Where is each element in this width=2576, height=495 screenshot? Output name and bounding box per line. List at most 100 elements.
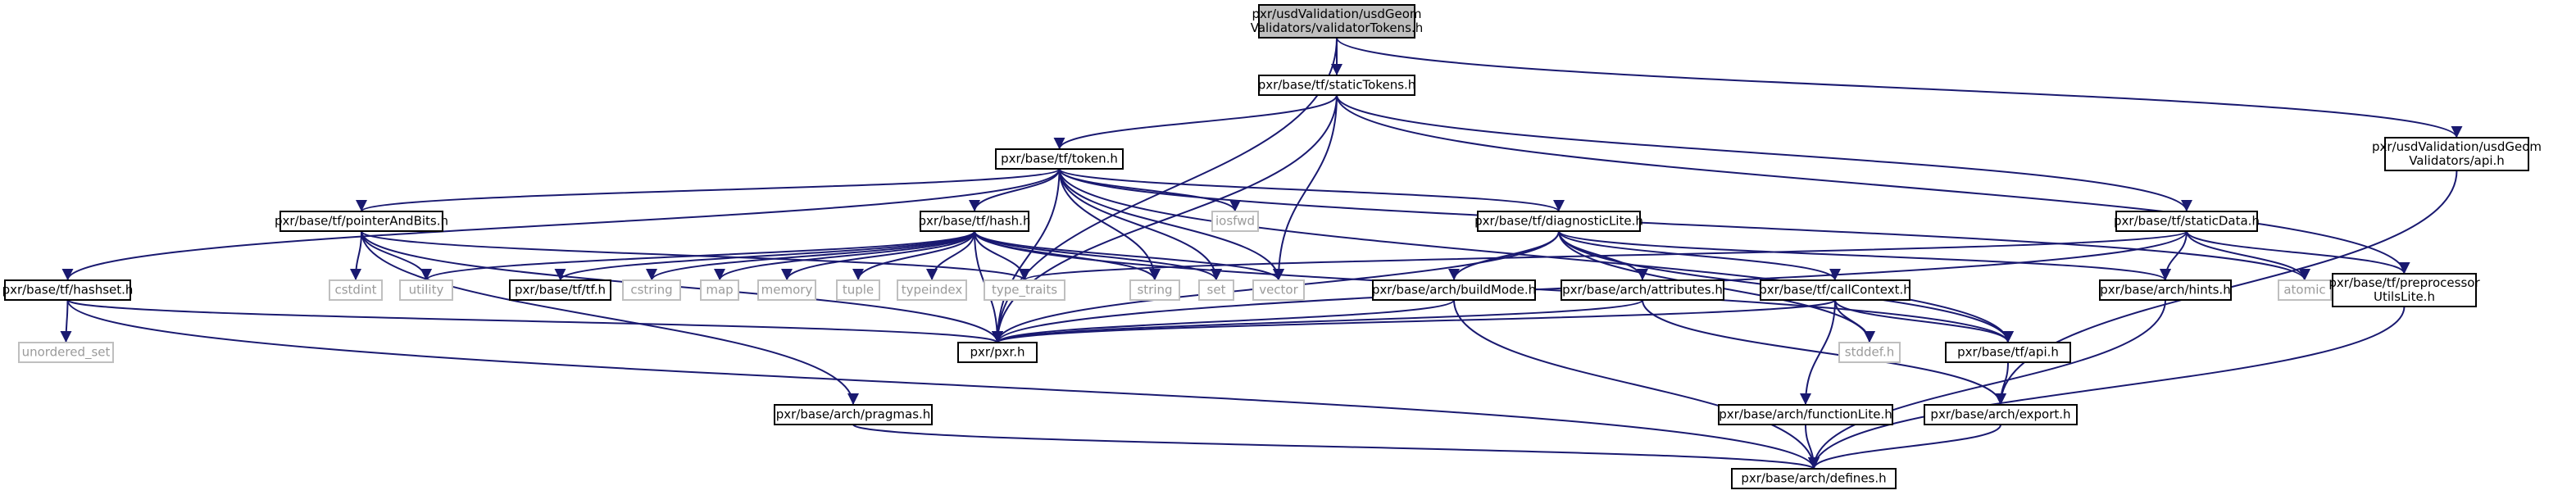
node-pxrh-box	[957, 342, 1038, 363]
node-export[interactable]: pxr/base/arch/export.h	[1924, 404, 2078, 425]
node-memory-label: memory	[761, 283, 813, 297]
node-staticTokens-label: pxr/base/tf/staticTokens.h	[1258, 78, 1416, 93]
node-map-box	[700, 279, 739, 301]
node-unordered_set-label: unordered_set	[22, 345, 111, 361]
node-tfh[interactable]: pxr/base/tf/tf.h	[509, 279, 611, 301]
node-callContext[interactable]: pxr/base/tf/callContext.h	[1759, 279, 1911, 301]
node-vector-label: vector	[1259, 283, 1298, 297]
node-tuple-label: tuple	[843, 283, 874, 297]
node-iosfwd[interactable]: iosfwd	[1211, 211, 1259, 232]
node-pointerAndBits[interactable]: pxr/base/tf/pointerAndBits.h	[275, 211, 448, 232]
edge-token-to-hashset	[61, 168, 1061, 281]
node-buildMode[interactable]: pxr/base/arch/buildMode.h	[1372, 279, 1536, 301]
node-defines[interactable]: pxr/base/arch/defines.h	[1731, 468, 1897, 489]
edge-token-to-pointerAndBits	[356, 168, 1061, 212]
node-vector[interactable]: vector	[1252, 279, 1305, 301]
node-cstring[interactable]: cstring	[622, 279, 681, 301]
node-string[interactable]: string	[1129, 279, 1180, 301]
edge-buildMode-to-pxrh	[992, 299, 1455, 343]
node-type_traits[interactable]: type_traits	[984, 279, 1065, 301]
node-set[interactable]: set	[1198, 279, 1234, 301]
edge-pointerAndBits-to-pragmas	[361, 230, 859, 406]
edge-hash-to-utility	[420, 230, 975, 281]
node-functionLite[interactable]: pxr/base/arch/functionLite.h	[1718, 404, 1893, 425]
node-diagnosticLite-box	[1477, 211, 1641, 232]
node-unordered_set[interactable]: unordered_set	[18, 342, 114, 363]
node-root-box	[1258, 4, 1415, 39]
node-iosfwd-label: iosfwd	[1215, 214, 1255, 229]
node-memory-box	[757, 279, 816, 301]
edge-callContext-to-stddef	[1834, 299, 1875, 343]
node-attributes[interactable]: pxr/base/arch/attributes.h	[1561, 279, 1724, 301]
node-pointerAndBits-box	[279, 211, 443, 232]
node-apiUsdGeom-box	[2384, 137, 2529, 171]
node-root[interactable]: pxr/usdValidation/usdGeomValidators/vali…	[1251, 4, 1424, 39]
node-preprocessor-box	[2332, 273, 2477, 307]
node-memory[interactable]: memory	[757, 279, 816, 301]
edge-hash-to-cstring	[646, 230, 975, 281]
node-tuple-box	[836, 279, 880, 301]
node-apiUsdGeom[interactable]: pxr/usdValidation/usdGeomValidators/api.…	[2372, 137, 2542, 171]
node-cstring-box	[622, 279, 681, 301]
node-attributes-label: pxr/base/arch/attributes.h	[1562, 283, 1723, 297]
node-staticData[interactable]: pxr/base/tf/staticData.h	[2114, 211, 2260, 232]
edge-hash-to-vector	[974, 230, 1284, 281]
edge-buildMode-to-defines	[1453, 299, 1820, 470]
node-stddef-label: stddef.h	[1845, 345, 1894, 360]
node-preprocessor-label: UtilsLite.h	[2374, 289, 2435, 304]
node-token[interactable]: pxr/base/tf/token.h	[995, 148, 1124, 170]
node-utility-box	[399, 279, 453, 301]
node-set-box	[1198, 279, 1234, 301]
node-pxrh[interactable]: pxr/pxr.h	[957, 342, 1038, 363]
node-hashset-box	[4, 279, 131, 301]
node-functionLite-box	[1718, 404, 1893, 425]
node-atomic-label: atomic	[2283, 283, 2325, 297]
edge-staticTokens-to-staticData	[1336, 94, 2192, 212]
edge-staticTokens-to-token	[1053, 94, 1338, 150]
node-callContext-label: pxr/base/tf/callContext.h	[1759, 283, 1910, 297]
edge-diagnosticLite-to-hints	[1558, 230, 2171, 281]
node-cstdint[interactable]: cstdint	[329, 279, 383, 301]
node-callContext-box	[1760, 279, 1910, 301]
node-stddef[interactable]: stddef.h	[1838, 342, 1901, 363]
node-atomic[interactable]: atomic	[2278, 279, 2332, 301]
edge-staticData-to-type_traits	[1019, 230, 2188, 281]
edge-token-to-set	[1058, 168, 1222, 281]
node-string-label: string	[1137, 283, 1172, 297]
edge-pointerAndBits-to-cstdint	[350, 230, 362, 281]
node-hints-box	[2099, 279, 2232, 301]
node-tuple[interactable]: tuple	[836, 279, 880, 301]
node-utility[interactable]: utility	[399, 279, 453, 301]
node-tfapi-box	[1945, 342, 2071, 363]
node-tfh-label: pxr/base/tf/tf.h	[515, 283, 606, 297]
node-token-label: pxr/base/tf/token.h	[1001, 152, 1118, 166]
edge-callContext-to-tfapi	[1834, 299, 2014, 343]
node-hash[interactable]: pxr/base/tf/hash.h	[919, 211, 1031, 232]
edge-hashset-to-unordered_set	[60, 299, 72, 343]
node-utility-label: utility	[409, 283, 444, 297]
edge-staticTokens-to-vector	[1273, 94, 1338, 281]
edge-hashset-to-pxrh	[66, 299, 1003, 343]
node-tfapi-label: pxr/base/tf/api.h	[1957, 345, 2059, 360]
node-map[interactable]: map	[700, 279, 739, 301]
node-typeindex[interactable]: typeindex	[897, 279, 967, 301]
node-pragmas[interactable]: pxr/base/arch/pragmas.h	[774, 404, 933, 425]
node-cstdint-label: cstdint	[334, 283, 376, 297]
node-buildMode-label: pxr/base/arch/buildMode.h	[1372, 283, 1536, 297]
edge-token-to-diagnosticLite	[1058, 168, 1565, 212]
node-staticTokens[interactable]: pxr/base/tf/staticTokens.h	[1258, 75, 1416, 96]
node-string-box	[1129, 279, 1180, 301]
node-pointerAndBits-label: pxr/base/tf/pointerAndBits.h	[275, 214, 448, 229]
node-pxrh-label: pxr/pxr.h	[970, 345, 1024, 360]
node-hints[interactable]: pxr/base/arch/hints.h	[2099, 279, 2232, 301]
edge-token-to-pxrh	[992, 168, 1061, 343]
edge-staticData-to-hints	[2160, 230, 2188, 281]
node-defines-label: pxr/base/arch/defines.h	[1741, 471, 1886, 486]
node-diagnosticLite[interactable]: pxr/base/tf/diagnosticLite.h	[1474, 211, 1643, 232]
node-hashset[interactable]: pxr/base/tf/hashset.h	[2, 279, 134, 301]
edge-staticData-to-preprocessor	[2186, 230, 2410, 275]
node-root-label: pxr/usdValidation/usdGeom	[1252, 7, 1421, 21]
edge-staticData-to-atomic	[2186, 230, 2310, 281]
node-tfapi[interactable]: pxr/base/tf/api.h	[1945, 342, 2071, 363]
